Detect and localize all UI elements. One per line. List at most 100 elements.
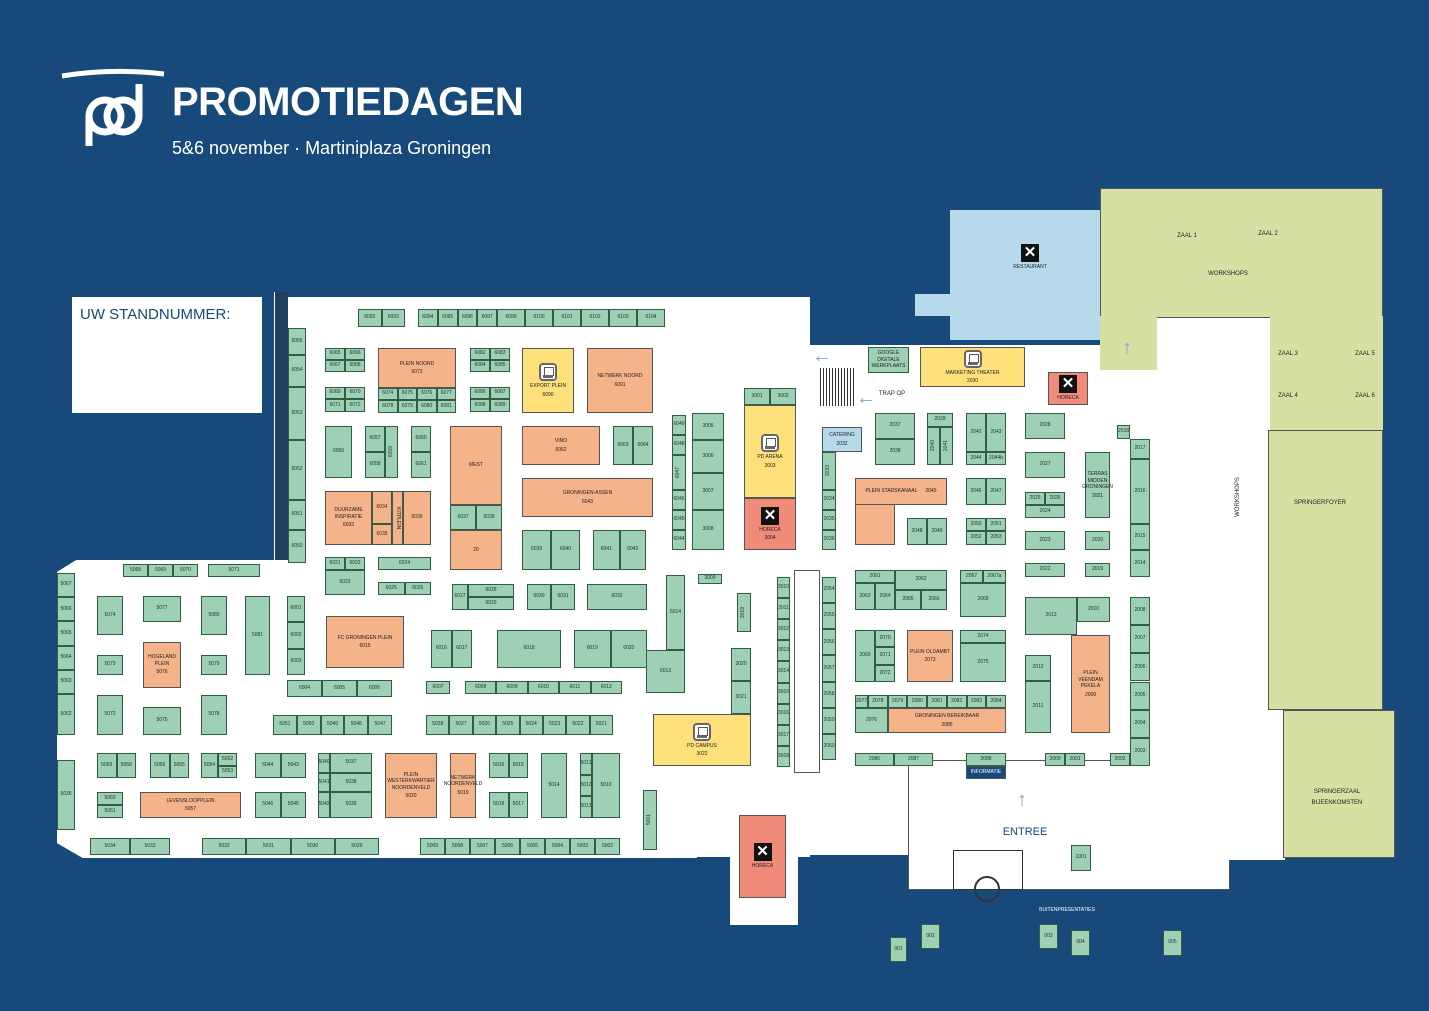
stand-5073[interactable]: 5073	[97, 655, 123, 675]
stand-3018[interactable]: 3018	[777, 745, 790, 767]
stand-6040[interactable]: 6040	[551, 530, 580, 570]
stand-6065[interactable]: 6065	[325, 348, 345, 360]
stand-5070[interactable]: 5070	[173, 564, 198, 577]
stand-5018[interactable]: 5018	[489, 792, 509, 818]
stand-3021[interactable]: 3021	[731, 681, 751, 714]
stand-5053[interactable]: 5053	[218, 765, 237, 778]
stand-6038[interactable]: 6038	[476, 505, 502, 530]
stand-6018[interactable]: 6018	[497, 630, 561, 668]
stand-6079[interactable]: 6079	[397, 400, 417, 413]
stand-6044[interactable]: 6044	[672, 530, 686, 550]
springerfoyer-area[interactable]	[1268, 430, 1383, 710]
stand-2054[interactable]: 2054	[822, 577, 836, 604]
stand-5059[interactable]: 5059	[97, 753, 117, 778]
stand-6010[interactable]: 6010	[527, 681, 560, 694]
stand-2044[interactable]: 2044	[966, 452, 986, 465]
stand-6104[interactable]: 6104	[637, 309, 665, 327]
stand-6026[interactable]: 6026	[404, 582, 431, 595]
stand-3007[interactable]: 3007	[692, 473, 724, 510]
stand-2034[interactable]: 2034	[822, 490, 836, 510]
stand-6022[interactable]: 6022	[345, 557, 365, 570]
stand-5056[interactable]: 5056	[150, 753, 170, 778]
stand-5068[interactable]: 5068	[123, 564, 148, 577]
stand-2077[interactable]: 2077	[855, 695, 868, 708]
stand-6095[interactable]: 6095	[437, 309, 458, 327]
stand-2076[interactable]: 2076	[855, 708, 888, 733]
stand-6012[interactable]: 6012	[590, 681, 622, 694]
zone-informatie[interactable]: INFORMATIE	[966, 766, 1006, 779]
stand-6094[interactable]: 6094	[418, 309, 438, 327]
stand-6024[interactable]: 6024	[378, 557, 431, 570]
stand-6067[interactable]: 6067	[325, 360, 345, 372]
stand-1001[interactable]: 1001	[1071, 845, 1091, 871]
stand-6035[interactable]: 6035	[372, 524, 392, 545]
stand-5043[interactable]: 5043	[280, 753, 306, 778]
stand-5060[interactable]: 5060	[97, 792, 123, 805]
stand-5037[interactable]: 5037	[330, 753, 372, 773]
stand-2067[interactable]: 2067	[960, 570, 983, 583]
stand-2006[interactable]: 2006	[1130, 653, 1150, 682]
stand-6045[interactable]: 6045	[672, 510, 686, 530]
springerzaal-area[interactable]	[1283, 710, 1395, 858]
stand-5011[interactable]: 5011	[580, 753, 592, 775]
stand-6028[interactable]: 6028	[468, 584, 514, 597]
stand-5045[interactable]: 5045	[280, 792, 306, 818]
stand-2000[interactable]: 2000	[1045, 753, 1065, 766]
stand-3017[interactable]: 3017	[777, 724, 790, 746]
stand-6074[interactable]: 6074	[378, 388, 398, 400]
stand-3002[interactable]: 3002	[770, 388, 796, 405]
stand-6031[interactable]: 6031	[551, 584, 575, 610]
stand-5031[interactable]: 5031	[246, 838, 291, 855]
stand-5016[interactable]: 5016	[489, 753, 509, 778]
stand-3010[interactable]: 3010	[777, 577, 790, 599]
stand-2046[interactable]: 2046	[966, 478, 986, 505]
stand-2016[interactable]: 2016	[1130, 459, 1150, 524]
stand-6036[interactable]: 6036	[403, 491, 431, 545]
stand-6009[interactable]: 6009	[496, 681, 528, 694]
stand-2033[interactable]: 2033	[822, 452, 836, 490]
stand-5049[interactable]: 5049	[320, 715, 345, 735]
stand-6002[interactable]: 6002	[287, 622, 305, 649]
stand-6092[interactable]: 6092	[358, 309, 382, 327]
stand-6058[interactable]: 6058	[365, 452, 385, 478]
stand-5048[interactable]: 5048	[344, 715, 369, 735]
stand-6055[interactable]: 6055	[288, 328, 306, 355]
stand-6075[interactable]: 6075	[397, 388, 417, 400]
stand-6102[interactable]: 6102	[581, 309, 609, 327]
stand-6049[interactable]: 6049	[672, 415, 686, 435]
stand-3005[interactable]: 3005	[692, 413, 724, 440]
stand-6025[interactable]: 6025	[378, 582, 405, 595]
stand-6081[interactable]: 6081	[436, 400, 456, 413]
stand-6063[interactable]: 6063	[613, 426, 633, 465]
stand-2013[interactable]: 2013	[1025, 597, 1077, 635]
stand-6017[interactable]: 6017	[451, 630, 472, 668]
stand-2023[interactable]: 2023	[1025, 531, 1065, 550]
stand-5077[interactable]: 5077	[143, 596, 181, 622]
stand-2078[interactable]: 2078	[868, 695, 888, 708]
stand-2072[interactable]: 2072	[875, 664, 895, 682]
stand-6066[interactable]: 6066	[345, 348, 365, 360]
stand-2004[interactable]: 2004	[1130, 709, 1150, 738]
stand-2042[interactable]: 2042	[966, 413, 986, 452]
stand-2068[interactable]: 2068	[960, 583, 1006, 617]
stand-2017[interactable]: 2017	[1130, 439, 1150, 459]
stand-5074[interactable]: 5074	[97, 596, 123, 635]
stand-5064[interactable]: 5064	[57, 645, 75, 670]
stand-6077[interactable]: 6077	[436, 388, 456, 400]
stand-6070[interactable]: 6070	[345, 387, 365, 399]
stand-2065[interactable]: 2065	[895, 590, 921, 610]
stand-5033[interactable]: 5033	[130, 838, 170, 855]
stand-6019[interactable]: 6019	[574, 630, 611, 668]
stand-5005[interactable]: 5005	[520, 838, 545, 855]
stand-5036[interactable]: 5036	[57, 760, 75, 830]
stand-5023[interactable]: 5023	[542, 715, 567, 735]
stand-2028[interactable]: 2028	[1025, 413, 1065, 439]
stand-6057[interactable]: 6057	[365, 426, 385, 452]
